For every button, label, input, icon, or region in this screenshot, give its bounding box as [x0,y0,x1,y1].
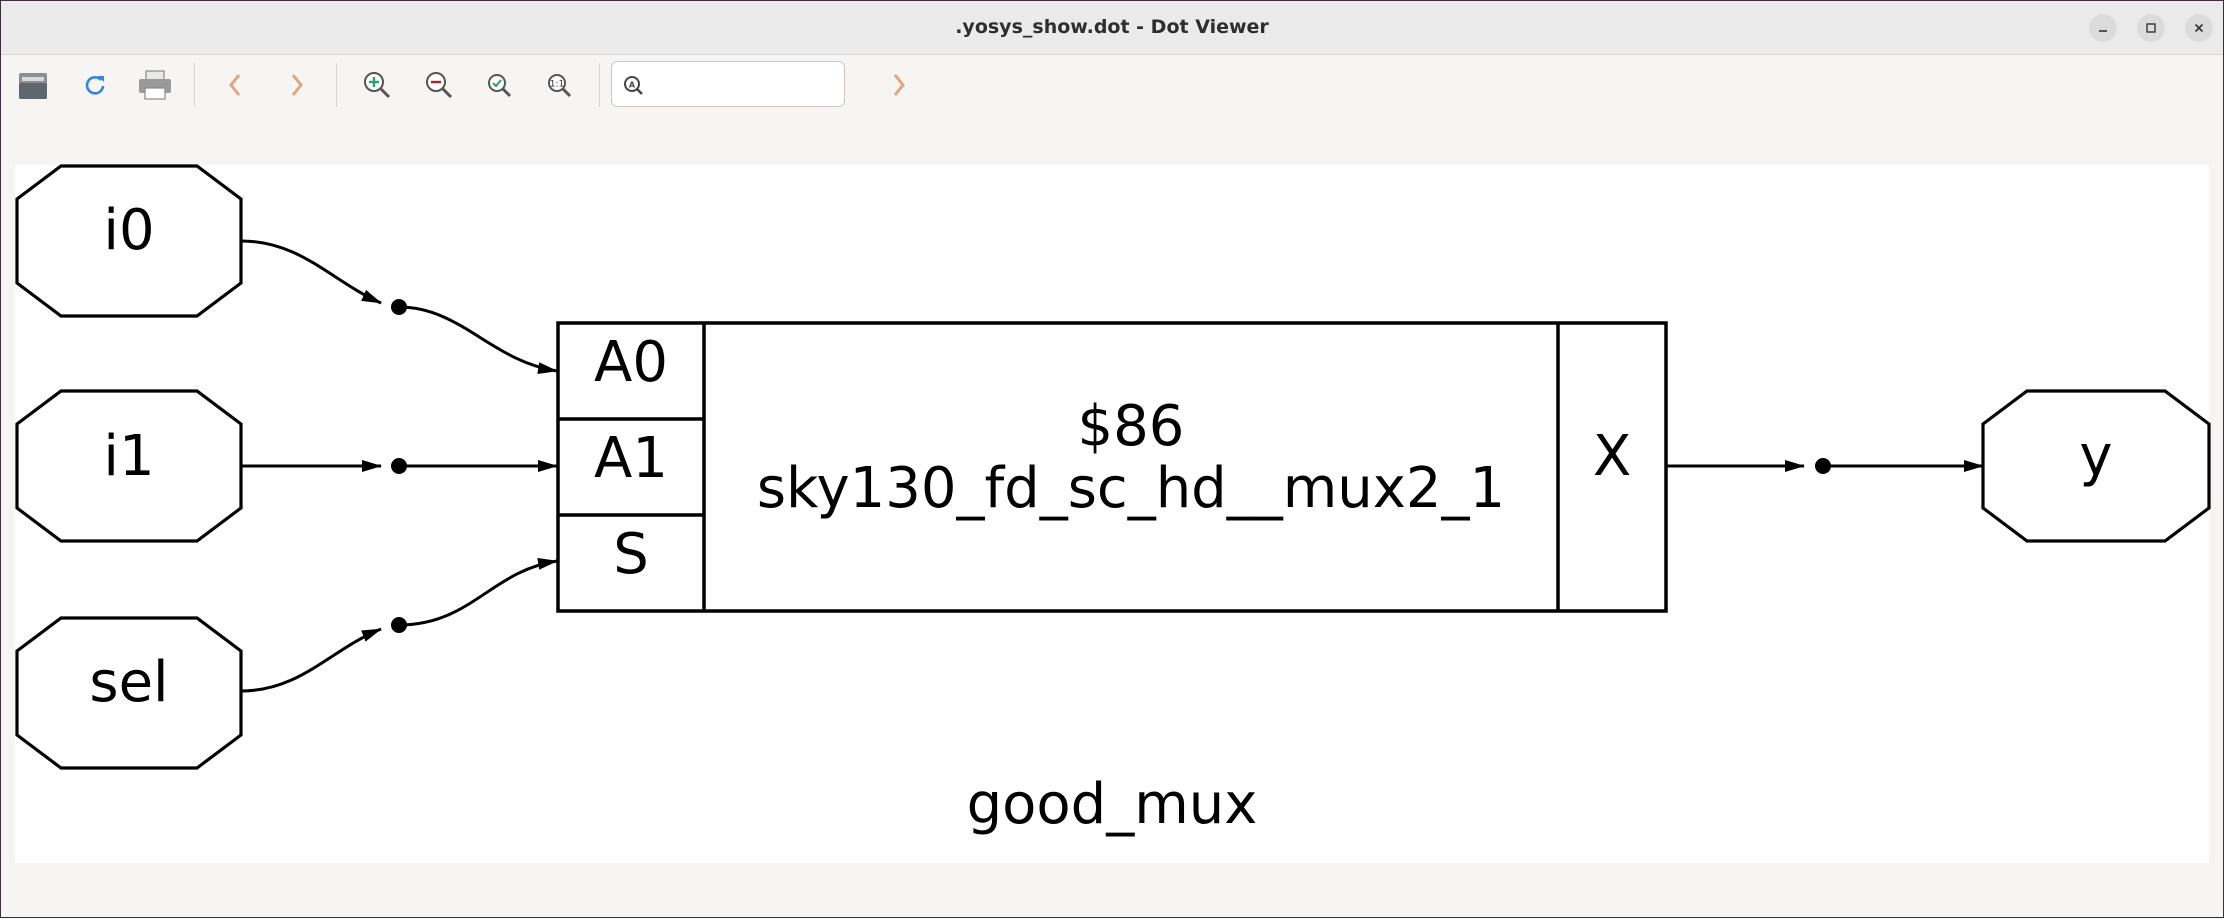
close-button[interactable] [2185,14,2213,42]
svg-text:1:1: 1:1 [550,80,564,90]
input-label: sel [89,650,168,715]
toolbar-separator [194,63,195,107]
edge-sel [240,557,558,693]
zoom-out-icon [426,72,453,99]
edge-i1 [241,458,558,474]
maximize-button[interactable] [2137,14,2165,42]
minimize-button[interactable] [2089,14,2117,42]
zoom-fit-button[interactable] [479,65,519,105]
printer-icon [139,70,171,100]
maximize-icon [2146,23,2156,33]
print-button[interactable] [135,65,175,105]
graph-label: good_mux [967,772,1258,837]
output-label: y [2079,424,2112,489]
input-node-i1[interactable]: i1 [15,389,243,543]
reload-button[interactable] [75,65,115,105]
find-next-button[interactable] [879,65,919,105]
chevron-right-icon [893,74,905,96]
search-icon: A [624,76,643,95]
zoom-in-button[interactable] [357,65,397,105]
edge-i0 [240,239,558,375]
port-label-s: S [613,522,649,587]
cell-type: sky130_fd_sc_hd__mux2_1 [757,456,1505,521]
forward-button[interactable] [277,65,317,105]
reload-icon [85,76,105,95]
zoom-original-icon: 1:1 [548,74,572,98]
toolbar-separator [599,63,600,107]
svg-text:A: A [629,81,636,90]
zoom-in-icon [364,72,391,99]
port-label-a1: A1 [594,426,668,491]
close-icon [2194,23,2204,33]
search-box[interactable]: A [611,61,845,107]
input-node-sel[interactable]: sel [15,616,243,770]
input-label: i1 [103,424,154,489]
zoom-100-button[interactable]: 1:1 [539,65,579,105]
toolbar-separator [336,63,337,107]
output-node-y[interactable]: y [1981,389,2211,543]
folder-open-icon [19,73,47,99]
input-node-i0[interactable]: i0 [15,164,243,318]
zoom-fit-icon [488,74,512,98]
input-label: i0 [103,198,154,263]
port-label-x: X [1593,424,1631,489]
zoom-out-button[interactable] [419,65,459,105]
mux-cell[interactable]: A0 A1 S $86 sky130_fd_sc_hd__mux2_1 X [556,321,1668,613]
cell-id: $86 [1078,394,1185,459]
chevron-right-icon [291,74,303,96]
edge-y [1666,458,1984,474]
back-button[interactable] [215,65,255,105]
window-title: .yosys_show.dot - Dot Viewer [955,16,1269,38]
open-button[interactable] [13,65,53,105]
title-bar: .yosys_show.dot - Dot Viewer [1,1,2223,55]
search-input[interactable] [652,70,842,100]
port-label-a0: A0 [594,330,668,395]
minimize-icon [2099,30,2107,32]
chevron-left-icon [229,74,241,96]
toolbar: 1:1 A [1,55,2223,115]
